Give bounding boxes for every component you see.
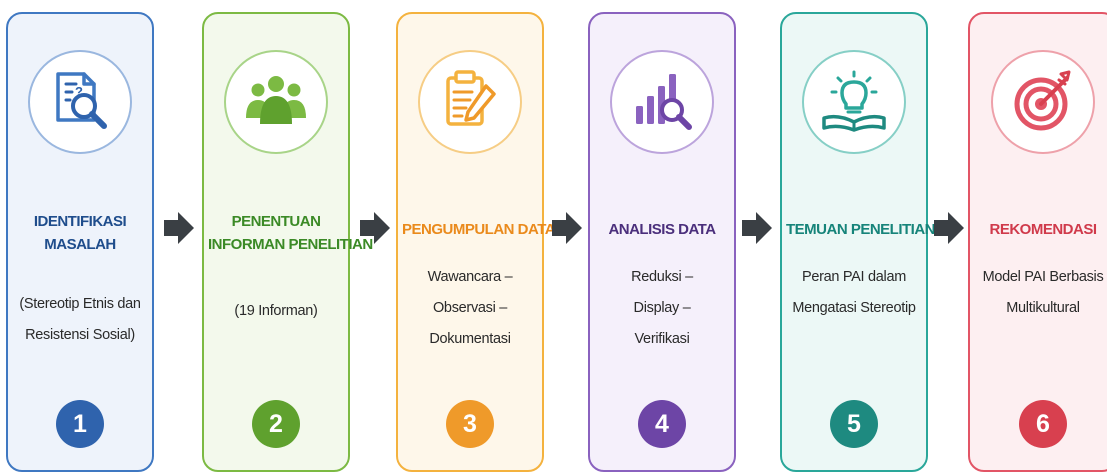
step-description: (19 Informan) bbox=[234, 303, 318, 319]
arrow-right-icon bbox=[162, 210, 196, 246]
icon-circle bbox=[802, 50, 906, 154]
icon-circle bbox=[224, 50, 328, 154]
step-number-badge: 2 bbox=[252, 400, 300, 448]
people-group-icon bbox=[246, 76, 306, 124]
icon-circle bbox=[418, 50, 522, 154]
step-description: Peran PAI dalam Mengatasi Stereotip bbox=[792, 269, 916, 316]
clipboard-pen-icon bbox=[446, 70, 496, 126]
arrow-right-icon bbox=[740, 210, 774, 246]
step-card-4: ANALISIS DATA Reduksi – Display – Verifi… bbox=[588, 12, 736, 472]
step-description: (Stereotip Etnis dan Resistensi Sosial) bbox=[19, 296, 141, 343]
document-search-icon: ? bbox=[56, 72, 107, 129]
step-description: Model PAI Berbasis Multikultural bbox=[982, 269, 1104, 316]
step-title: IDENTIFIKASI MASALAH bbox=[33, 213, 127, 253]
step-title: ANALISIS DATA bbox=[608, 221, 716, 238]
step-card-2: PENENTUAN INFORMAN PENELITIAN (19 Inform… bbox=[202, 12, 373, 472]
step-number-badge: 3 bbox=[446, 400, 494, 448]
step-card-1: ? IDENTIFIKASI MASALAH (Stereotip Etnis … bbox=[6, 12, 154, 472]
icon-circle bbox=[991, 50, 1095, 154]
step-title: TEMUAN PENELITIAN bbox=[786, 221, 936, 238]
icon-circle: ? bbox=[28, 50, 132, 154]
step-description: Reduksi – Display – Verifikasi bbox=[631, 269, 693, 347]
arrow-right-icon bbox=[358, 210, 392, 246]
step-number-badge: 5 bbox=[830, 400, 878, 448]
step-title: PENGUMPULAN DATA bbox=[402, 221, 556, 238]
step-card-5: TEMUAN PENELITIAN Peran PAI dalam Mengat… bbox=[780, 12, 936, 472]
step-card-3: PENGUMPULAN DATA Wawancara – Observasi –… bbox=[396, 12, 556, 472]
step-number-badge: 4 bbox=[638, 400, 686, 448]
step-title: PENENTUAN INFORMAN PENELITIAN bbox=[208, 213, 373, 253]
chart-magnifier-icon bbox=[636, 74, 692, 130]
step-title: REKOMENDASI bbox=[989, 221, 1097, 238]
arrow-right-icon bbox=[550, 210, 584, 246]
arrow-right-icon bbox=[932, 210, 966, 246]
step-card-6: REKOMENDASI Model PAI Berbasis Multikult… bbox=[968, 12, 1107, 472]
lightbulb-book-icon bbox=[822, 70, 886, 132]
target-arrow-icon bbox=[1014, 70, 1071, 131]
icon-circle bbox=[610, 50, 714, 154]
svg-text:?: ? bbox=[75, 84, 83, 99]
step-number-badge: 1 bbox=[56, 400, 104, 448]
step-number-badge: 6 bbox=[1019, 400, 1067, 448]
step-description: Wawancara – Observasi – Dokumentasi bbox=[427, 269, 513, 347]
